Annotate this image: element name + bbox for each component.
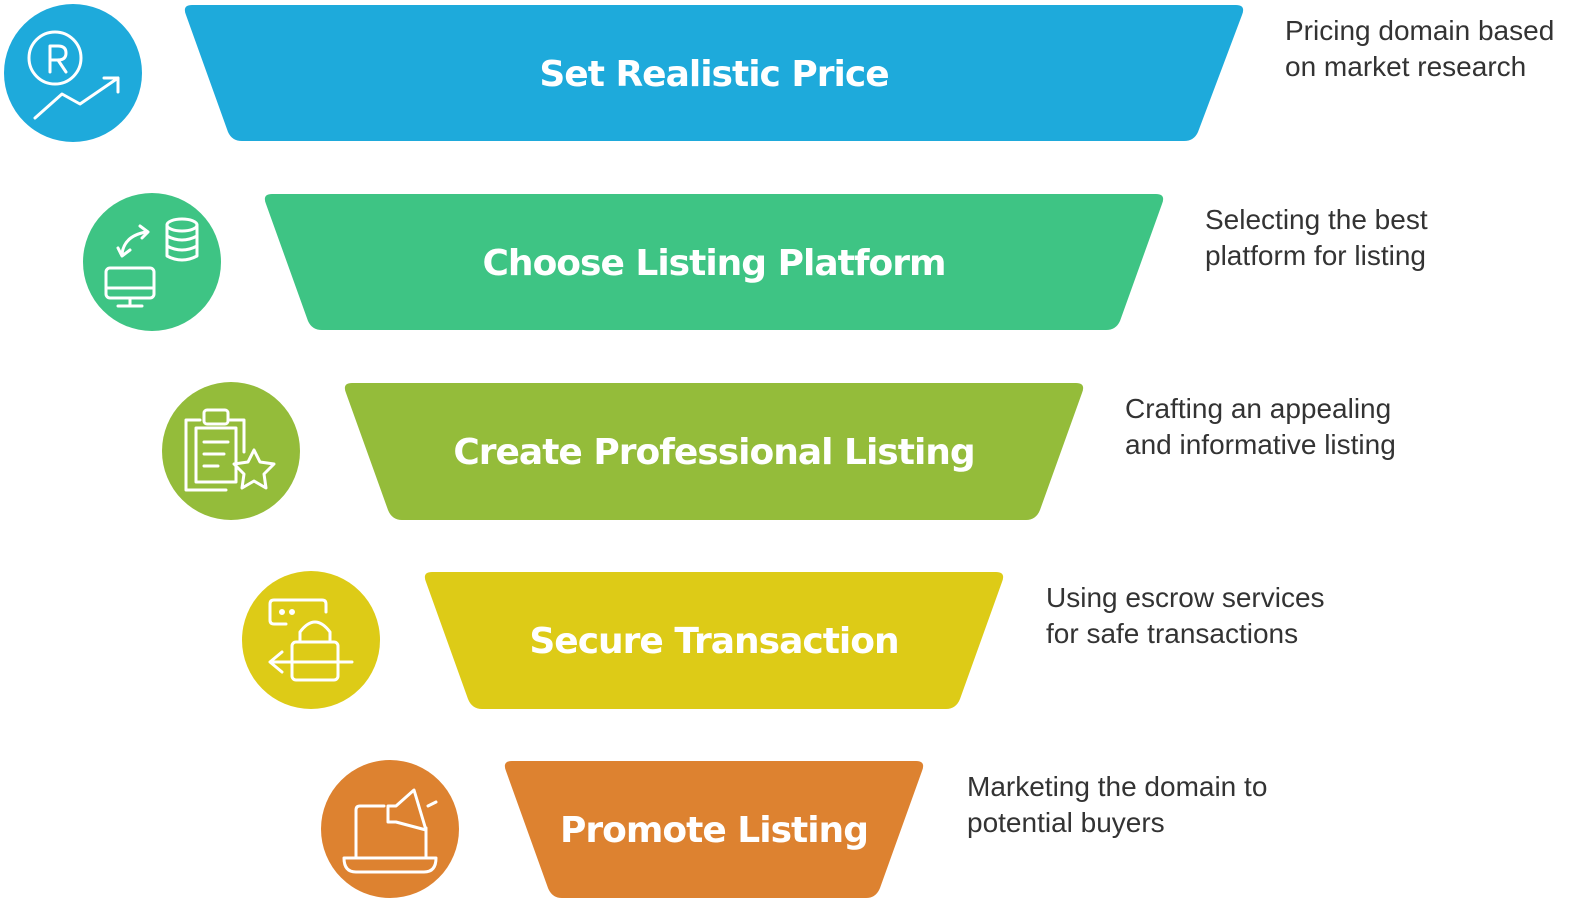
- stage-secure-transaction: Secure Transaction: [242, 571, 1004, 709]
- stage-icon-circle: [321, 760, 459, 898]
- pricing-chart-icon: [27, 30, 120, 120]
- megaphone-laptop-icon: [342, 788, 438, 874]
- stage-description-secure-transaction: Using escrow services for safe transacti…: [1046, 580, 1325, 652]
- funnel-band: [344, 383, 1084, 520]
- stage-icon-circle: [4, 4, 142, 142]
- clipboard-star-icon: [184, 408, 276, 492]
- stage-title: Secure Transaction: [529, 621, 898, 662]
- description-line: Using escrow services: [1046, 582, 1325, 613]
- stage-description-create-professional-listing: Crafting an appealing and informative li…: [1125, 391, 1396, 463]
- stage-create-professional-listing: Create Professional Listing: [162, 382, 1084, 520]
- stage-promote-listing: Promote Listing: [321, 760, 924, 898]
- description-line: Crafting an appealing: [1125, 393, 1392, 424]
- stage-icon-circle: [162, 382, 300, 520]
- description-line: for safe transactions: [1046, 618, 1299, 649]
- platform-database-icon: [104, 217, 199, 308]
- stage-icon-circle: [83, 193, 221, 331]
- description-line: and informative listing: [1125, 429, 1396, 460]
- description-line: Selecting the best: [1205, 204, 1428, 235]
- description-line: Pricing domain based: [1285, 15, 1555, 46]
- stage-title: Choose Listing Platform: [483, 243, 946, 284]
- secure-lock-icon: [268, 598, 354, 682]
- stage-description-set-realistic-price: Pricing domain based on market research: [1285, 13, 1554, 85]
- stage-description-promote-listing: Marketing the domain to potential buyers: [967, 769, 1267, 841]
- funnel-band: [184, 5, 1244, 141]
- stage-description-choose-listing-platform: Selecting the best platform for listing: [1205, 202, 1428, 274]
- description-line: platform for listing: [1205, 240, 1426, 271]
- funnel-band: [504, 761, 924, 898]
- stage-title: Promote Listing: [560, 810, 868, 851]
- stage-set-realistic-price: Set Realistic Price: [4, 4, 1244, 142]
- funnel-band: [424, 572, 1004, 709]
- stage-title: Create Professional Listing: [453, 432, 974, 473]
- description-line: Marketing the domain to: [967, 771, 1268, 802]
- description-line: on market research: [1285, 51, 1527, 82]
- funnel-band: [264, 194, 1164, 330]
- description-line: potential buyers: [967, 807, 1165, 838]
- stage-choose-listing-platform: Choose Listing Platform: [83, 193, 1164, 331]
- stage-icon-circle: [242, 571, 380, 709]
- stage-title: Set Realistic Price: [539, 54, 888, 95]
